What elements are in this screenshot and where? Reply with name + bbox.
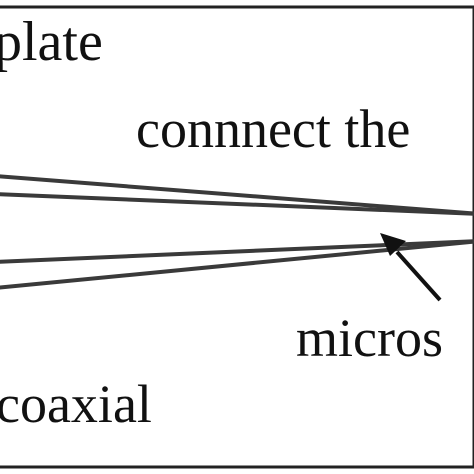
label-plate: plate (0, 11, 103, 73)
lower-wire-2 (0, 241, 474, 288)
upper-wire-1 (0, 176, 474, 214)
pointer-arrow-shaft (397, 252, 440, 300)
upper-wire-2 (0, 194, 474, 214)
label-micros: micros (296, 308, 443, 368)
label-connect: connnect the (136, 99, 410, 159)
label-coaxial: coaxial (0, 374, 152, 434)
